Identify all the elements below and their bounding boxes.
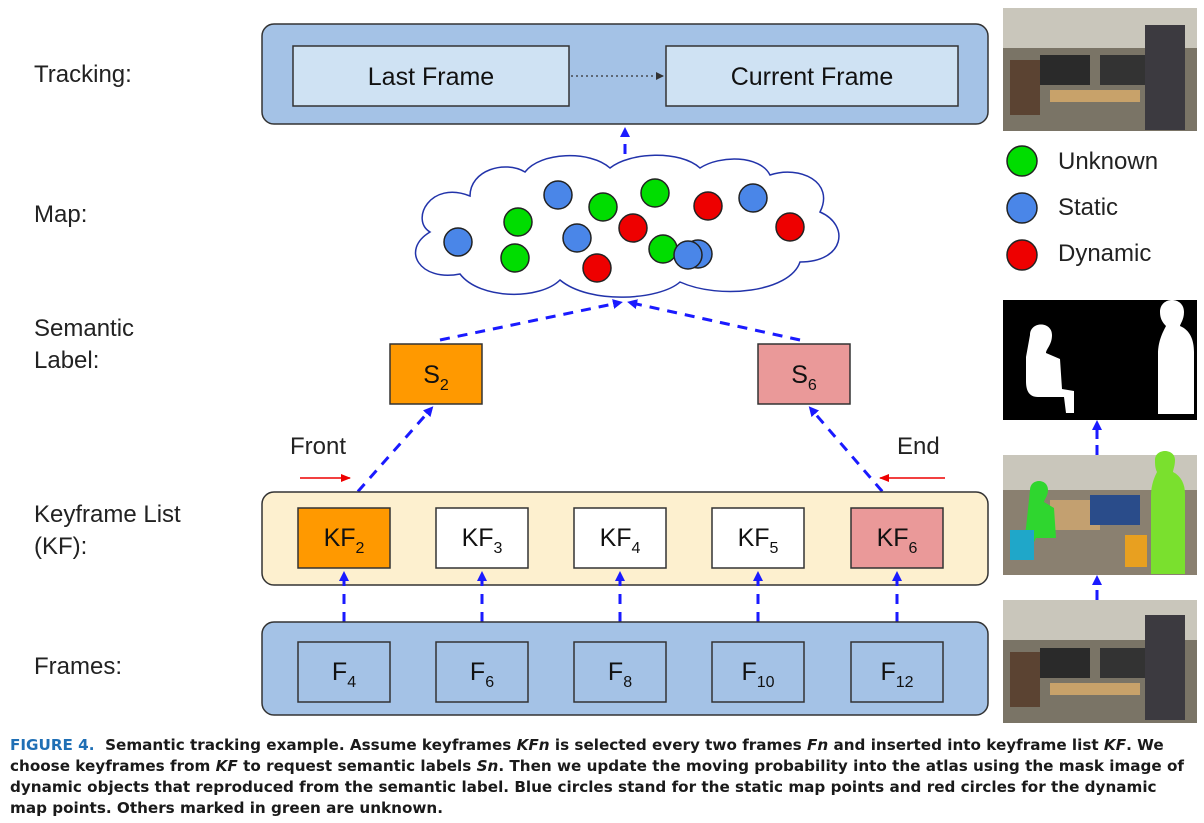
frame-box-12 xyxy=(850,641,944,703)
keyframe-box-2 xyxy=(297,507,391,569)
keyframe-box-6 xyxy=(850,507,944,569)
frame-box-6 xyxy=(435,641,529,703)
current-frame-box xyxy=(665,45,959,107)
legend-unknown-label: Unknown xyxy=(1058,148,1158,175)
frame-label-12: F12 xyxy=(880,658,913,691)
legend-unknown-dot xyxy=(1006,145,1038,177)
rgb-frame-photo-bottom xyxy=(1003,600,1197,723)
keyframe-box-5 xyxy=(711,507,805,569)
figure-caption: FIGURE 4. Semantic tracking example. Ass… xyxy=(10,735,1195,819)
map-point-dynamic xyxy=(582,253,612,283)
last-frame-box xyxy=(292,45,570,107)
kf2-to-s2-arrow xyxy=(344,406,434,506)
map-points xyxy=(443,178,805,283)
map-point-static xyxy=(543,180,573,210)
mask-image xyxy=(1003,300,1197,420)
front-marker-label: Front xyxy=(290,433,346,460)
legend-dynamic-label: Dynamic xyxy=(1058,240,1151,267)
caption-var-fn: Fn xyxy=(807,736,829,754)
keyframe-label-3: KF3 xyxy=(462,524,503,557)
keyframe-box-4 xyxy=(573,507,667,569)
frame-label-6: F6 xyxy=(470,658,494,691)
caption-text-3: and inserted into keyframe list xyxy=(828,736,1104,754)
map-point-unknown xyxy=(588,192,618,222)
row-label-keyframe-line2: (KF): xyxy=(34,533,87,560)
row-label-keyframe-line1: Keyframe List xyxy=(34,501,181,528)
figure-label: FIGURE 4. xyxy=(10,736,95,754)
map-point-dynamic xyxy=(775,212,805,242)
map-point-static xyxy=(562,223,592,253)
frame-label-10: F10 xyxy=(741,658,774,691)
caption-var-sn: Sn xyxy=(476,757,499,775)
frame-label-8: F8 xyxy=(608,658,632,691)
caption-text-2: is selected every two frames xyxy=(549,736,807,754)
keyframe-box-3 xyxy=(435,507,529,569)
keyframe-list: KF2 KF3 KF4 KF5 KF6 xyxy=(297,507,944,569)
row-label-tracking: Tracking: xyxy=(34,61,132,88)
frame-list: F4 F6 F8 F10 F12 xyxy=(297,641,944,703)
map-point-dynamic xyxy=(693,191,723,221)
frame-label-4: F4 xyxy=(332,658,356,691)
end-marker-label: End xyxy=(897,433,940,460)
legend-static-dot xyxy=(1006,192,1038,224)
map-point-unknown xyxy=(648,234,678,264)
map-point-dynamic xyxy=(618,213,648,243)
row-label-frames: Frames: xyxy=(34,653,122,680)
map-point-unknown xyxy=(503,207,533,237)
legend-static-label: Static xyxy=(1058,194,1118,221)
keyframe-label-5: KF5 xyxy=(738,524,779,557)
row-label-semantic-line2: Label: xyxy=(34,347,99,374)
segmentation-photo xyxy=(1003,451,1197,575)
caption-var-kf: KF xyxy=(1103,736,1127,754)
row-label-map: Map: xyxy=(34,201,87,228)
frame-box-4 xyxy=(297,641,391,703)
keyframe-label-4: KF4 xyxy=(600,524,641,557)
kf6-to-s6-arrow xyxy=(808,406,896,506)
caption-var-kf-2: KF xyxy=(215,757,238,775)
semantic-label-s2-box xyxy=(389,343,483,405)
caption-text-5: to request semantic labels xyxy=(237,757,477,775)
map-point-static xyxy=(738,183,768,213)
legend: Unknown Static Dynamic xyxy=(1006,145,1158,271)
caption-var-kfn: KFn xyxy=(516,736,550,754)
caption-text-6: . Then we update the moving probability … xyxy=(10,757,1185,817)
semantic-label-s6-box xyxy=(757,343,851,405)
caption-text-1: Semantic tracking example. Assume keyfra… xyxy=(105,736,517,754)
map-point-unknown xyxy=(500,243,530,273)
semantic-label-s2: S2 xyxy=(423,361,449,394)
current-frame-label: Current Frame xyxy=(731,63,894,91)
s6-to-map-arrow xyxy=(627,299,801,342)
frame-box-8 xyxy=(573,641,667,703)
s2-to-map-arrow xyxy=(439,299,623,342)
keyframe-label-2: KF2 xyxy=(324,524,365,557)
last-frame-label: Last Frame xyxy=(368,63,494,91)
frame-box-10 xyxy=(711,641,805,703)
row-label-semantic-line1: Semantic xyxy=(34,315,134,342)
caption-text-4: . We choose keyframes from xyxy=(10,736,1164,775)
map-point-static xyxy=(443,227,473,257)
map-point-static xyxy=(673,240,703,270)
keyframe-label-6: KF6 xyxy=(877,524,918,557)
rgb-frame-photo-top xyxy=(1003,8,1197,131)
tracking-diagram: Tracking: Map: Semantic Label: Keyframe … xyxy=(34,8,1197,723)
semantic-label-s6: S6 xyxy=(791,361,817,394)
legend-dynamic-dot xyxy=(1006,239,1038,271)
map-point-unknown xyxy=(640,178,670,208)
